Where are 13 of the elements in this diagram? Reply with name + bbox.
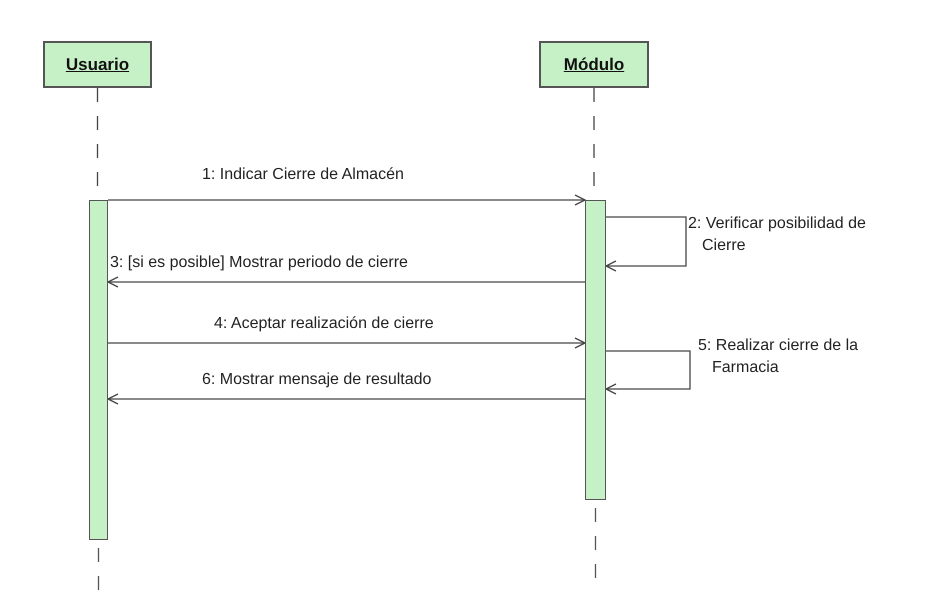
message-label: 6: Mostrar mensaje de resultado — [200, 371, 434, 389]
self-message-arrow — [605, 350, 691, 395]
message-label: 3: [si es posible] Mostrar periodo de cierre — [108, 254, 410, 272]
activation-bar — [585, 200, 606, 500]
activation-bar — [89, 200, 108, 540]
message-arrow — [107, 276, 585, 288]
message-arrow — [108, 337, 586, 349]
self-message-arrow — [605, 216, 687, 272]
object-box: Módulo — [539, 41, 649, 88]
message-arrow — [107, 393, 585, 405]
object-box: Usuario — [43, 41, 152, 88]
message-label: 4: Aceptar realización de cierre — [212, 315, 436, 333]
message-arrow — [108, 194, 586, 206]
